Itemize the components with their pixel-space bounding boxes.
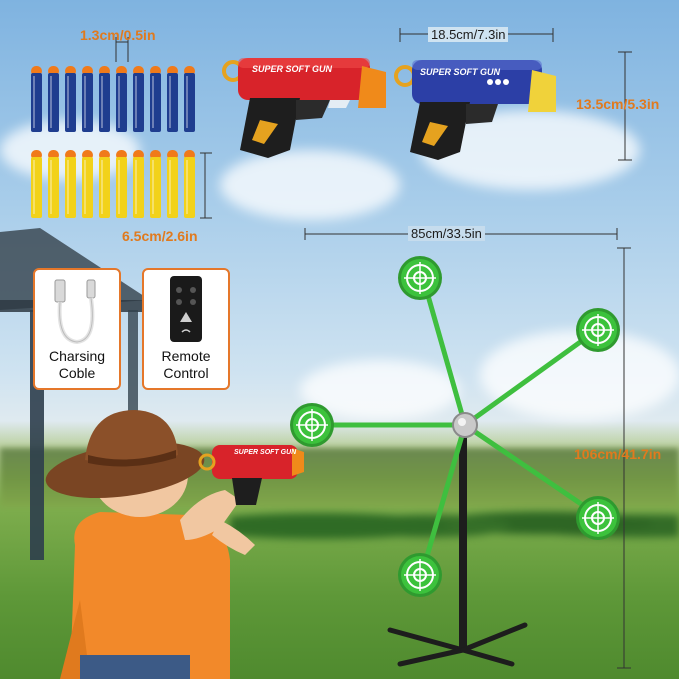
yellow-foam-dart [116, 150, 127, 218]
red-toy-gun [222, 58, 386, 158]
round-target [398, 553, 442, 597]
yellow-foam-dart [31, 150, 42, 218]
gun-length-label: 18.5cm/7.3in [428, 27, 509, 42]
target-height-label: 106cm/41.7in [574, 446, 662, 462]
child-red-gun [212, 445, 298, 479]
usb-cable-icon [54, 279, 96, 345]
round-target [290, 403, 334, 447]
yellow-foam-dart [65, 150, 76, 218]
remote-control-box: Remote Control [142, 268, 230, 390]
blue-foam-dart [167, 66, 178, 132]
round-target [576, 496, 620, 540]
blue-foam-dart [31, 66, 42, 132]
yellow-foam-dart [133, 150, 144, 218]
target-width-label: 85cm/33.5in [408, 226, 485, 241]
hub [452, 412, 478, 438]
red-gun-brand-text: SUPER SOFT GUN [252, 64, 333, 74]
remote-label-line2: Control [163, 365, 209, 381]
yellow-foam-dart [82, 150, 93, 218]
target-arms [307, 282, 593, 573]
gun-height-label: 13.5cm/5.3in [576, 96, 660, 112]
blue-foam-dart [133, 66, 144, 132]
blue-foam-dart [48, 66, 59, 132]
child-gun-brand-text: SUPER SOFT GUN [234, 449, 297, 456]
cloud [220, 150, 400, 220]
remote-label-line1: Remote [161, 348, 211, 364]
yellow-foam-dart [48, 150, 59, 218]
blue-gun-brand-text: SUPER SOFT GUN [420, 67, 501, 77]
dart-height-label: 6.5cm/2.6in [122, 228, 198, 244]
blue-foam-dart [65, 66, 76, 132]
blue-foam-dart [184, 66, 195, 132]
remote-label: Remote Control [144, 348, 228, 382]
blue-foam-dart [82, 66, 93, 132]
blue-foam-dart [99, 66, 110, 132]
stand-base [387, 622, 528, 667]
cable-label: Charsing Coble [35, 348, 119, 382]
cable-label-line2: Coble [58, 365, 96, 381]
charging-cable-box: Charsing Coble [33, 268, 121, 390]
blue-foam-dart [150, 66, 161, 132]
round-target [398, 256, 442, 300]
round-target [576, 308, 620, 352]
yellow-foam-dart [150, 150, 161, 218]
blue-foam-dart [116, 66, 127, 132]
orange-shirt [70, 512, 230, 679]
dart-width-label: 1.3cm/0.5in [80, 27, 156, 43]
blue-toy-gun [394, 60, 556, 160]
yellow-foam-dart [184, 150, 195, 218]
yellow-foam-dart [99, 150, 110, 218]
remote-control-icon [170, 276, 202, 342]
stand-pole [459, 430, 467, 652]
yellow-foam-dart [167, 150, 178, 218]
cable-label-line1: Charsing [48, 348, 106, 364]
